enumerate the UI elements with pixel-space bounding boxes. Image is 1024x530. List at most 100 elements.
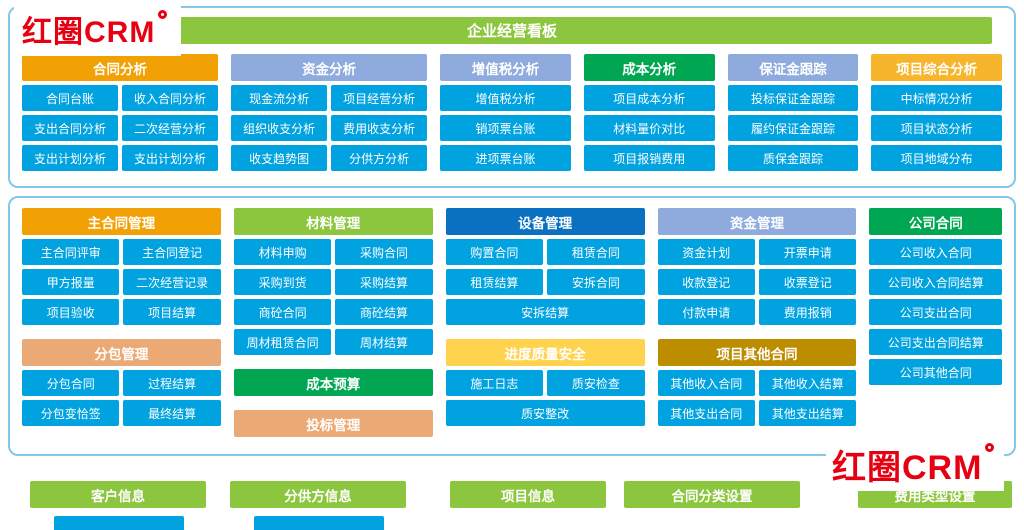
report-button[interactable]: 支出计划分析 bbox=[22, 145, 119, 171]
report-button[interactable]: 公司收入合同 bbox=[869, 239, 1003, 265]
report-button[interactable]: 合同台账 bbox=[22, 85, 119, 111]
report-button[interactable]: 甲方报量 bbox=[22, 269, 120, 295]
report-button[interactable]: 收支趋势图 bbox=[231, 145, 328, 171]
report-button[interactable]: 商砼合同 bbox=[233, 299, 332, 325]
report-button[interactable]: 支出合同分析 bbox=[22, 115, 119, 141]
group-row: 材料申购采购合同 bbox=[233, 239, 433, 265]
cutoff-report-button[interactable] bbox=[254, 516, 384, 530]
report-button[interactable]: 现金流分析 bbox=[231, 85, 328, 111]
report-button[interactable]: 过程结算 bbox=[123, 370, 221, 396]
report-button[interactable]: 采购合同 bbox=[335, 239, 433, 265]
report-button[interactable]: 分供方分析 bbox=[331, 145, 428, 171]
report-button[interactable]: 项目地域分布 bbox=[871, 145, 1003, 171]
report-button[interactable]: 质保金跟踪 bbox=[727, 145, 859, 171]
report-button[interactable]: 周材结算 bbox=[335, 329, 433, 355]
report-button[interactable]: 采购结算 bbox=[335, 269, 433, 295]
report-button[interactable]: 项目报销费用 bbox=[583, 145, 715, 171]
report-button[interactable]: 项目状态分析 bbox=[871, 115, 1003, 141]
supplier-info-button[interactable]: 分供方信息 bbox=[230, 481, 406, 508]
report-button[interactable]: 进项票台账 bbox=[440, 145, 571, 171]
report-button[interactable]: 公司支出合同结算 bbox=[869, 329, 1003, 355]
report-button[interactable]: 购置合同 bbox=[445, 239, 544, 265]
group-deposit-tracking: 保证金跟踪投标保证金跟踪履约保证金跟踪质保金跟踪 bbox=[727, 54, 859, 171]
cutoff-report-button[interactable] bbox=[54, 516, 184, 530]
report-button[interactable]: 项目经营分析 bbox=[331, 85, 428, 111]
report-button[interactable]: 采购到货 bbox=[233, 269, 332, 295]
report-button[interactable]: 资金计划 bbox=[657, 239, 755, 265]
contract-analysis-header: 合同分析 bbox=[22, 54, 219, 81]
report-button[interactable]: 租赁合同 bbox=[547, 239, 645, 265]
fund-analysis-header: 资金分析 bbox=[231, 54, 428, 81]
report-button[interactable]: 付款申请 bbox=[657, 299, 755, 325]
hongquan-crm-logo: 红圈CRM bbox=[14, 2, 182, 56]
report-button[interactable]: 收款登记 bbox=[657, 269, 755, 295]
main-column: 主合同管理主合同评审主合同登记甲方报量二次经营记录项目验收项目结算分包管理分包合… bbox=[22, 208, 221, 426]
report-button[interactable]: 质安检查 bbox=[547, 370, 645, 396]
project-info-button[interactable]: 项目信息 bbox=[450, 481, 606, 508]
group-row: 支出合同分析二次经营分析 bbox=[22, 115, 219, 141]
report-button[interactable]: 最终结算 bbox=[123, 400, 221, 426]
report-button[interactable]: 主合同评审 bbox=[22, 239, 120, 265]
report-button[interactable]: 分包合同 bbox=[22, 370, 120, 396]
report-button[interactable]: 材料量价对比 bbox=[583, 115, 715, 141]
report-button[interactable]: 公司支出合同 bbox=[869, 299, 1003, 325]
main-panel-columns: 主合同管理主合同评审主合同登记甲方报量二次经营记录项目验收项目结算分包管理分包合… bbox=[22, 208, 1003, 444]
report-button[interactable]: 增值税分析 bbox=[440, 85, 571, 111]
report-button[interactable]: 项目验收 bbox=[22, 299, 120, 325]
report-button[interactable]: 二次经营记录 bbox=[123, 269, 221, 295]
report-button[interactable]: 二次经营分析 bbox=[122, 115, 219, 141]
report-button[interactable]: 项目结算 bbox=[123, 299, 221, 325]
subcontract-management-header: 分包管理 bbox=[22, 339, 221, 366]
group-vat-analysis: 增值税分析增值税分析销项票台账进项票台账 bbox=[440, 54, 571, 171]
report-button[interactable]: 分包变恰签 bbox=[22, 400, 120, 426]
company-contracts-header: 公司合同 bbox=[869, 208, 1003, 235]
report-button[interactable]: 履约保证金跟踪 bbox=[727, 115, 859, 141]
group-cost-analysis: 成本分析项目成本分析材料量价对比项目报销费用 bbox=[583, 54, 715, 171]
report-button[interactable]: 租赁结算 bbox=[445, 269, 544, 295]
report-button[interactable]: 费用收支分析 bbox=[331, 115, 428, 141]
bid-management-header[interactable]: 投标管理 bbox=[233, 410, 433, 437]
report-button[interactable]: 商砼结算 bbox=[335, 299, 433, 325]
report-button[interactable]: 安拆结算 bbox=[445, 299, 645, 325]
logo-text: 红圈CRM bbox=[832, 449, 983, 487]
report-button[interactable]: 销项票台账 bbox=[440, 115, 571, 141]
report-button[interactable]: 质安整改 bbox=[445, 400, 645, 426]
report-button[interactable]: 开票申请 bbox=[759, 239, 857, 265]
group-row: 项目报销费用 bbox=[583, 145, 715, 171]
report-button[interactable]: 组织收支分析 bbox=[231, 115, 328, 141]
report-button[interactable]: 其他收入合同 bbox=[657, 370, 755, 396]
group-row: 质安整改 bbox=[445, 400, 645, 426]
report-button[interactable]: 收票登记 bbox=[759, 269, 857, 295]
report-button[interactable]: 施工日志 bbox=[445, 370, 544, 396]
dashboard-title: 企业经营看板 bbox=[466, 23, 557, 40]
group-company-contracts: 公司合同公司收入合同公司收入合同结算公司支出合同公司支出合同结算公司其他合同 bbox=[869, 208, 1003, 385]
report-button[interactable]: 其他支出结算 bbox=[759, 400, 857, 426]
report-button[interactable]: 投标保证金跟踪 bbox=[727, 85, 859, 111]
cost-analysis-header: 成本分析 bbox=[583, 54, 715, 81]
group-project-comprehensive-analysis: 项目综合分析中标情况分析项目状态分析项目地域分布 bbox=[871, 54, 1003, 171]
vat-analysis-header: 增值税分析 bbox=[440, 54, 571, 81]
dashboard-title-bar: 企业经营看板 bbox=[32, 17, 992, 44]
group-row: 资金计划开票申请 bbox=[657, 239, 857, 265]
report-button[interactable]: 项目成本分析 bbox=[583, 85, 715, 111]
report-button[interactable]: 材料申购 bbox=[233, 239, 332, 265]
group-row: 质保金跟踪 bbox=[727, 145, 859, 171]
group-row: 销项票台账 bbox=[440, 115, 571, 141]
report-button[interactable]: 周材租赁合同 bbox=[233, 329, 332, 355]
group-material-management: 材料管理材料申购采购合同采购到货采购结算商砼合同商砼结算周材租赁合同周材结算 bbox=[233, 208, 433, 355]
group-project-other-contracts: 项目其他合同其他收入合同其他收入结算其他支出合同其他支出结算 bbox=[657, 339, 857, 426]
report-button[interactable]: 收入合同分析 bbox=[122, 85, 219, 111]
report-button[interactable]: 其他支出合同 bbox=[657, 400, 755, 426]
cost-budget-header[interactable]: 成本预算 bbox=[233, 369, 433, 396]
report-button[interactable]: 公司收入合同结算 bbox=[869, 269, 1003, 295]
contract-category-settings-button[interactable]: 合同分类设置 bbox=[624, 481, 800, 508]
report-button[interactable]: 公司其他合同 bbox=[869, 359, 1003, 385]
report-button[interactable]: 主合同登记 bbox=[123, 239, 221, 265]
report-button[interactable]: 安拆合同 bbox=[547, 269, 645, 295]
report-button[interactable]: 支出计划分析 bbox=[122, 145, 219, 171]
group-row: 公司收入合同 bbox=[869, 239, 1003, 265]
customer-info-button[interactable]: 客户信息 bbox=[30, 481, 206, 508]
report-button[interactable]: 费用报销 bbox=[759, 299, 857, 325]
report-button[interactable]: 其他收入结算 bbox=[759, 370, 857, 396]
report-button[interactable]: 中标情况分析 bbox=[871, 85, 1003, 111]
